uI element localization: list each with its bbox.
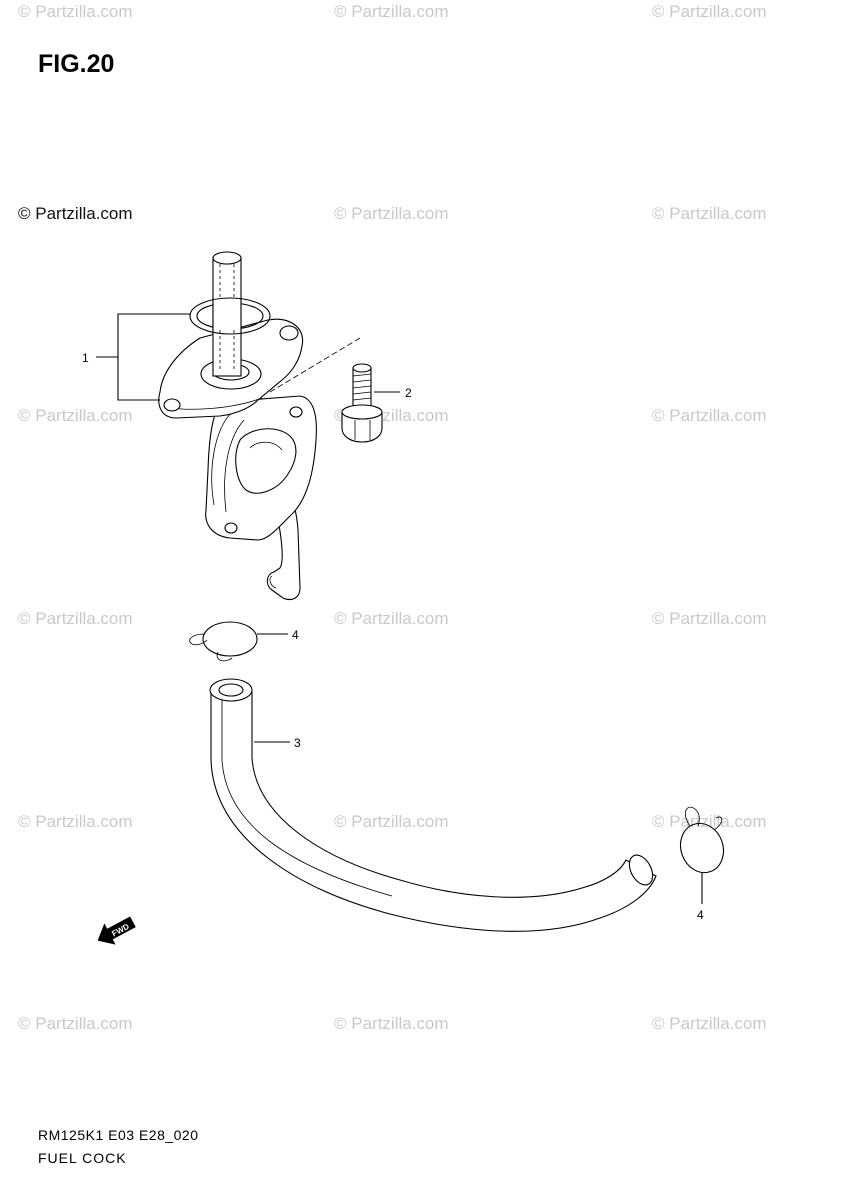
watermark: © Partzilla.com — [652, 204, 767, 223]
forward-direction-arrow-icon: FWD — [97, 916, 136, 945]
callout-label-4-upper: 4 — [292, 628, 299, 642]
bolt[interactable] — [341, 363, 383, 443]
watermark: © Partzilla.com — [652, 406, 767, 425]
watermark: © Partzilla.com — [18, 1014, 133, 1033]
callout-label-2: 2 — [405, 386, 412, 400]
watermark: © Partzilla.com — [18, 406, 133, 425]
watermark: © Partzilla.com — [652, 812, 767, 831]
watermark: © Partzilla.com — [334, 812, 449, 831]
watermark: © Partzilla.com — [334, 609, 449, 628]
callout-label-1: 1 — [82, 351, 89, 365]
hose-clip-lower[interactable] — [674, 806, 731, 879]
watermark: © Partzilla.com — [18, 2, 133, 21]
watermark: © Partzilla.com — [334, 2, 449, 21]
watermark: © Partzilla.com — [652, 609, 767, 628]
callout-label-3: 3 — [294, 736, 301, 750]
callout-label-4-lower: 4 — [697, 908, 704, 922]
fuel-cock-assembly[interactable] — [158, 251, 361, 601]
watermark: © Partzilla.com — [334, 1014, 449, 1033]
watermark: © Partzilla.com — [652, 1014, 767, 1033]
watermark: © Partzilla.com — [18, 812, 133, 831]
hose-clip-upper[interactable] — [189, 621, 258, 662]
watermark: © Partzilla.com — [18, 609, 133, 628]
watermark: © Partzilla.com — [652, 2, 767, 21]
figure-name: FUEL COCK — [38, 1150, 127, 1166]
figure-title: FIG.20 — [38, 50, 115, 78]
figure-code: RM125K1 E03 E28_020 — [38, 1127, 199, 1143]
watermark: © Partzilla.com — [18, 204, 133, 223]
watermark: © Partzilla.com — [334, 204, 449, 223]
fuel-hose[interactable] — [209, 678, 657, 932]
